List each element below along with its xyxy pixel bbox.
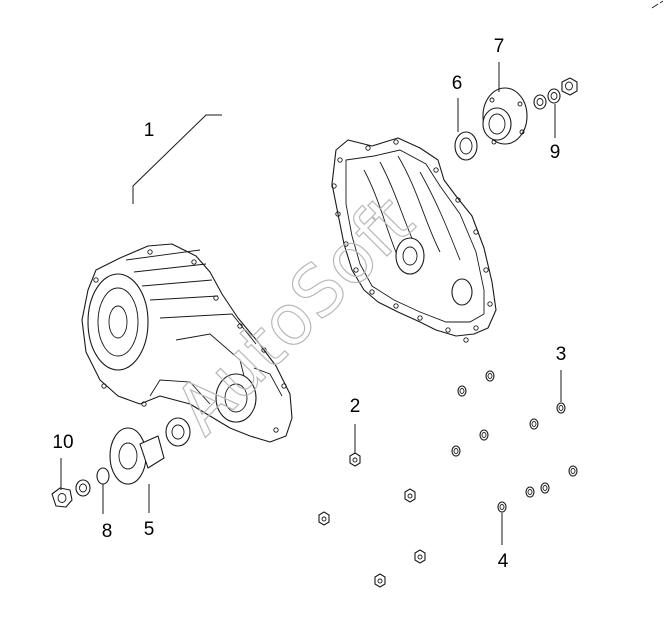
output-flange (482, 87, 528, 145)
callout-10: 10 (52, 432, 73, 453)
housing-nuts (318, 452, 426, 588)
front-flange-nut (51, 487, 73, 508)
oil-seal-rear (454, 131, 478, 161)
rear-housing-bolt-holes (331, 139, 493, 343)
leader-1 (132, 114, 222, 204)
front-washer (75, 467, 110, 497)
callout-3: 3 (556, 344, 567, 365)
callout-2: 2 (350, 396, 361, 417)
front-flange (109, 417, 191, 485)
housing-washers (451, 370, 578, 513)
rear-housing (331, 137, 497, 343)
callout-7: 7 (494, 36, 505, 57)
callout-9: 9 (550, 142, 561, 163)
callout-labels: 1 2 3 4 5 6 7 8 9 10 (52, 36, 566, 572)
front-housing-bolt-holes (93, 249, 287, 433)
callout-5: 5 (144, 519, 155, 540)
leader-lines (60, 62, 562, 545)
callout-1: 1 (144, 120, 155, 141)
callout-6: 6 (452, 73, 463, 94)
front-housing (81, 243, 293, 443)
rear-washers-and-nut (533, 77, 578, 110)
callout-8: 8 (102, 521, 113, 542)
corner-mark (651, 0, 664, 9)
callout-4: 4 (498, 551, 509, 572)
